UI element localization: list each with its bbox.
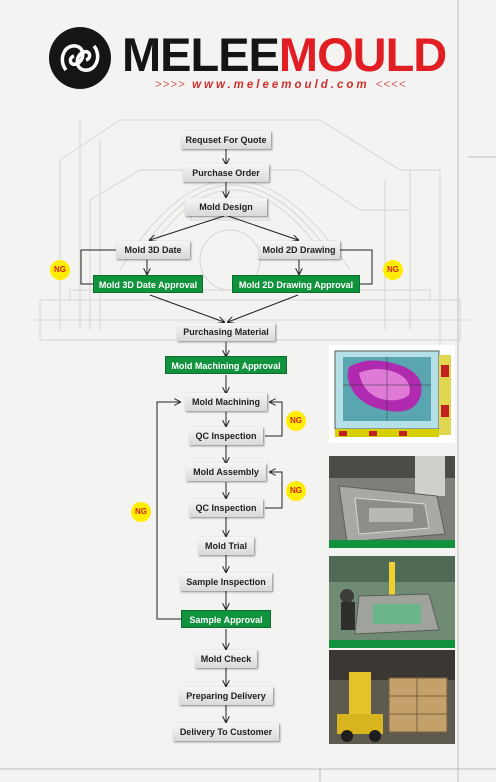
step-purchasing-material: Purchasing Material <box>177 323 275 341</box>
connector-arrow <box>227 215 298 240</box>
step-mold-machining: Mold Machining <box>185 393 267 411</box>
assembly-photo-icon <box>329 556 455 648</box>
ng-loop-3d <box>80 249 116 285</box>
logo-emblem-icon <box>49 27 111 89</box>
step-mold-design: Mold Design <box>185 198 267 216</box>
brand-name-dark: MELEE <box>122 28 280 81</box>
tagline-arrows-right: <<<< <box>375 79 407 91</box>
website-tagline: >>>> www.meleemould.com <<<< <box>155 79 407 91</box>
connector-arrow <box>228 294 299 322</box>
step-mold-2d-approval: Mold 2D Drawing Approval <box>232 275 360 293</box>
tagline-arrows-left: >>>> <box>155 79 186 91</box>
step-request-quote: Requset For Quote <box>181 131 271 149</box>
ng-loop-qc2 <box>265 472 283 509</box>
ng-badge-sample: NG <box>131 502 151 522</box>
step-preparing-delivery: Preparing Delivery <box>179 687 273 705</box>
mold-machining-photo <box>329 456 455 548</box>
step-purchase-order: Purchase Order <box>183 164 269 182</box>
step-mold-2d-drawing: Mold 2D Drawing <box>258 241 340 259</box>
step-delivery-to-customer: Delivery To Customer <box>173 723 279 741</box>
flow-connectors <box>80 149 373 722</box>
ng-badge-qc2: NG <box>286 481 306 501</box>
brand-logo: MELEEMOULD >>>> www.meleemould.com <<<< <box>48 24 448 102</box>
step-qc-inspection-1: QC Inspection <box>189 427 263 445</box>
connector-arrow <box>150 215 225 240</box>
mold-assembly-photo <box>329 556 455 648</box>
step-sample-inspection: Sample Inspection <box>180 573 272 591</box>
step-mold-3d-approval: Mold 3D Date Approval <box>93 275 203 293</box>
ng-badge-3d: NG <box>50 260 70 280</box>
delivery-packing-photo <box>329 650 455 744</box>
cad-drawing-icon <box>329 345 455 443</box>
ng-loop-sample <box>156 402 181 620</box>
website-url: www.meleemould.com <box>192 79 370 91</box>
step-mold-assembly: Mold Assembly <box>186 463 266 481</box>
step-mold-check: Mold Check <box>195 650 257 668</box>
ng-badge-2d: NG <box>383 260 403 280</box>
machining-photo-icon <box>329 456 455 548</box>
connector-arrow <box>149 294 224 322</box>
brand-name-red: MOULD <box>278 28 447 81</box>
step-qc-inspection-2: QC Inspection <box>189 499 263 517</box>
step-sample-approval: Sample Approval <box>181 610 271 628</box>
ng-badge-qc1: NG <box>286 411 306 431</box>
step-mold-trial: Mold Trial <box>198 537 254 555</box>
step-mold-3d-date: Mold 3D Date <box>116 241 190 259</box>
brand-name: MELEEMOULD <box>122 28 447 81</box>
step-machining-approval: Mold Machining Approval <box>165 356 287 374</box>
delivery-photo-icon <box>329 650 455 744</box>
ng-loop-qc1 <box>265 402 283 437</box>
ng-loop-2d <box>340 249 373 285</box>
mold-design-cad-image <box>329 345 455 443</box>
